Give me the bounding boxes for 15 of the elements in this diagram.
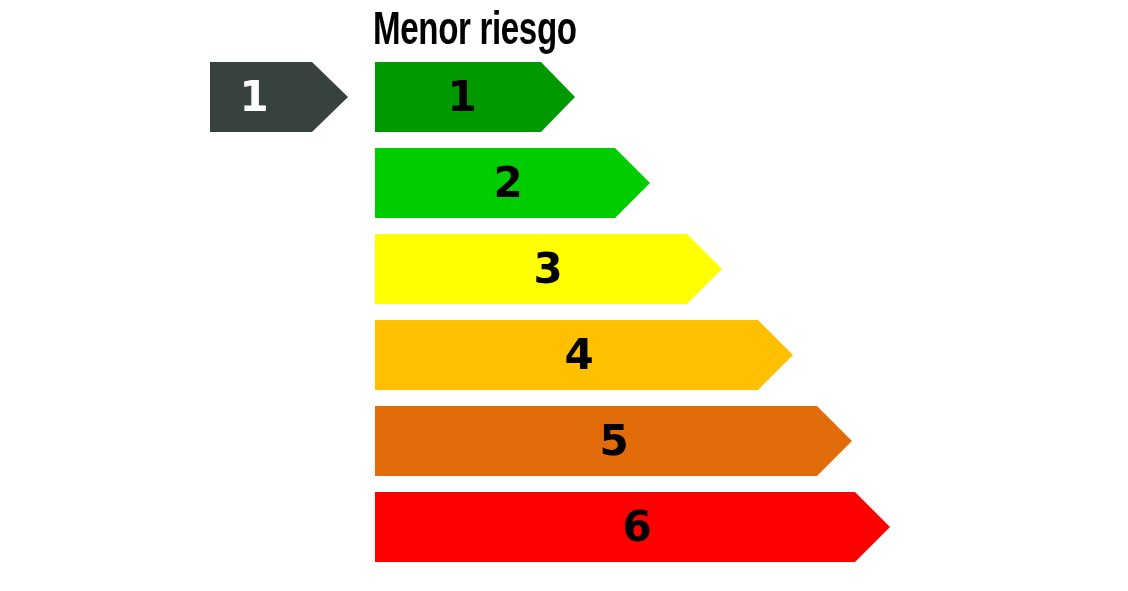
level-number: 5 [599, 420, 629, 462]
risk-level-bar [375, 406, 852, 476]
risk-level-bar [375, 492, 890, 562]
level-number: 2 [493, 162, 523, 204]
rating-number: 1 [239, 76, 269, 118]
rating-indicator-tag [210, 62, 348, 132]
level-number: 6 [622, 506, 652, 548]
risk-level-bar [375, 320, 793, 390]
heading: Menor riesgo [373, 4, 577, 53]
risk-level-bar [375, 148, 650, 218]
level-number: 1 [447, 76, 477, 118]
level-number: 3 [533, 248, 563, 290]
level-number: 4 [564, 334, 594, 376]
risk-level-bar [375, 234, 722, 304]
risk-level-bar [375, 62, 575, 132]
